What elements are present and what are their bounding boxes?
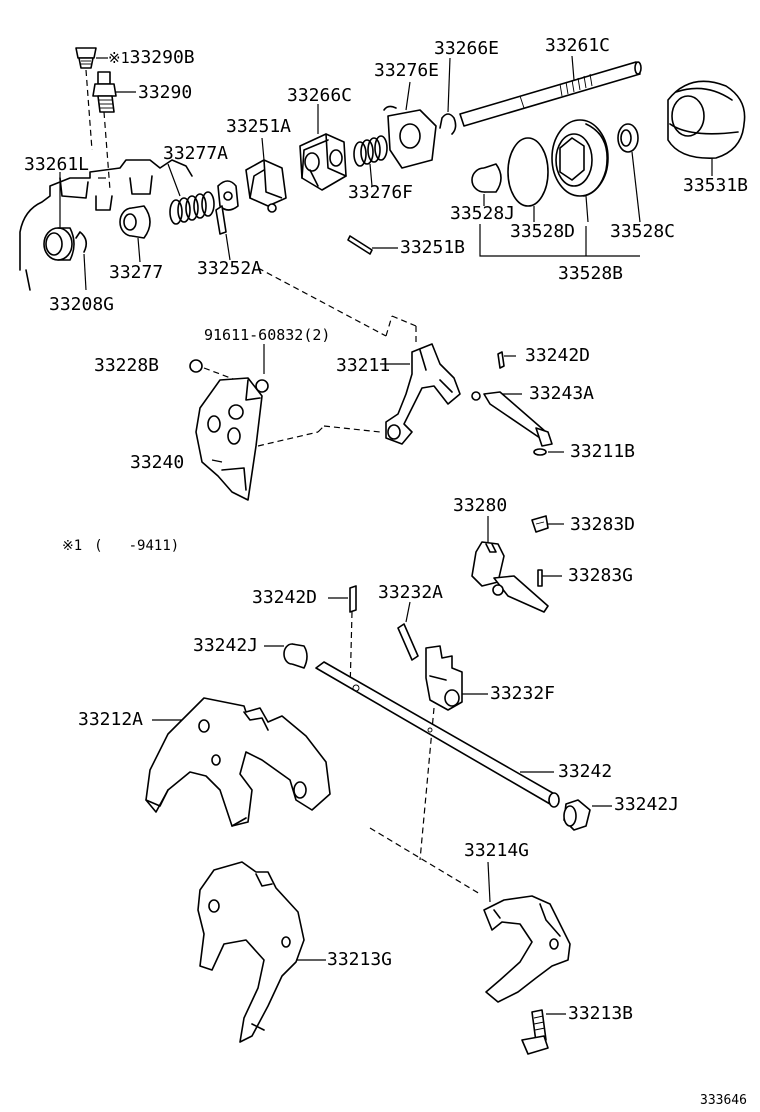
label-33283D: 33283D: [570, 514, 636, 535]
label-33242J-left: 33242J: [193, 635, 259, 656]
fork-33214G: [483, 895, 571, 1003]
label-33528D: 33528D: [510, 221, 576, 242]
label-33251A: 33251A: [226, 116, 292, 137]
lever-plate-33240: [195, 377, 263, 501]
shaft-33261C: [459, 61, 642, 127]
label-33528C: 33528C: [610, 221, 676, 242]
ring-33528C: [617, 123, 639, 153]
lever-33252A: [215, 180, 239, 235]
bush-33528J: [471, 163, 502, 193]
bush-33242J-right: [563, 799, 591, 831]
label-33528B: 33528B: [558, 263, 624, 284]
label-33232F: 33232F: [490, 683, 556, 704]
label-33276F: 33276F: [348, 182, 414, 203]
boot-33531B: [667, 80, 746, 159]
note-mark: ※1: [108, 49, 130, 67]
label-33212A: 33212A: [78, 709, 144, 730]
o-ring-33528D: [507, 137, 549, 207]
label-33283G: 33283G: [568, 565, 634, 586]
shift-head-33232F: [425, 645, 463, 711]
label-33290: 33290: [138, 82, 193, 103]
label-33208G: 33208G: [49, 294, 115, 315]
label-33528J: 33528J: [450, 203, 516, 224]
gear-33528B: [551, 119, 609, 197]
label-33211: 33211: [336, 355, 391, 376]
shift-head-33266C: [299, 133, 347, 191]
label-33213G: 33213G: [327, 949, 393, 970]
label-33242J-right: 33242J: [614, 794, 680, 815]
label-33531B: 33531B: [683, 175, 749, 196]
footnote: ※1 ( -9411): [62, 539, 179, 553]
shift-lever-33211: [385, 343, 461, 445]
label-33232A: 33232A: [378, 582, 444, 603]
bush-33242J-left: [283, 643, 308, 669]
block-33251A: [245, 159, 287, 213]
label-33276E: 33276E: [374, 60, 440, 81]
snap-ring-33208G: [75, 231, 88, 253]
clip-33211B: [533, 448, 547, 456]
case-outline: [19, 159, 193, 291]
label-33266C: 33266C: [287, 85, 353, 106]
footnote-mark: ※1: [62, 538, 83, 554]
spring-33276F: [353, 135, 388, 167]
pin-33242D-top: [497, 351, 505, 369]
label-33252A: 33252A: [197, 258, 263, 279]
fork-33212A: [145, 697, 331, 827]
ring-33266E: [439, 113, 457, 135]
label-33243A: 33243A: [529, 383, 595, 404]
label-33240: 33240: [130, 452, 185, 473]
label-33242: 33242: [558, 761, 613, 782]
bracket-33528B: [479, 224, 640, 257]
pin-33283G: [537, 569, 543, 587]
label-33213B: 33213B: [568, 1003, 634, 1024]
label-33261L: 33261L: [24, 154, 90, 175]
ball-33228B: [189, 359, 203, 373]
shift-arm-33280: [471, 541, 549, 613]
shift-rod-33242: [315, 661, 560, 808]
label-33242D-top: 33242D: [525, 345, 591, 366]
label-33214G: 33214G: [464, 840, 530, 861]
shaft-33243A: [471, 391, 553, 447]
footnote-paren: (: [94, 538, 103, 554]
label-33266E: 33266E: [434, 38, 500, 59]
label-33211B: 33211B: [570, 441, 636, 462]
pin-33242D: [349, 585, 357, 613]
cover-33276E: [383, 105, 437, 169]
footnote-range: -9411): [128, 538, 180, 554]
bolt-33283D: [531, 515, 549, 533]
bolt-33213B: [521, 1009, 549, 1055]
label-33277A: 33277A: [163, 143, 229, 164]
bush-33277: [119, 205, 151, 239]
pin-33232A: [397, 623, 419, 661]
label-33242D: 33242D: [252, 587, 318, 608]
bushing-33261L: [43, 227, 75, 261]
label-33261C: 33261C: [545, 35, 611, 56]
label-33290B: 33290B: [129, 47, 195, 68]
label-33280: 33280: [453, 495, 508, 516]
label-33228B: 33228B: [94, 355, 160, 376]
label-91611-60832: 91611-60832(2): [204, 326, 331, 344]
label-33277: 33277: [109, 262, 164, 283]
switch-33290: [92, 71, 117, 113]
fork-33213G: [197, 861, 305, 1043]
figure-number: 333646: [700, 1093, 747, 1108]
plug-33290B: [75, 47, 97, 69]
bolt-91611: [255, 379, 269, 393]
spring-33277A: [169, 191, 215, 225]
label-33251B: 33251B: [400, 237, 466, 258]
pin-33251B: [347, 235, 373, 255]
